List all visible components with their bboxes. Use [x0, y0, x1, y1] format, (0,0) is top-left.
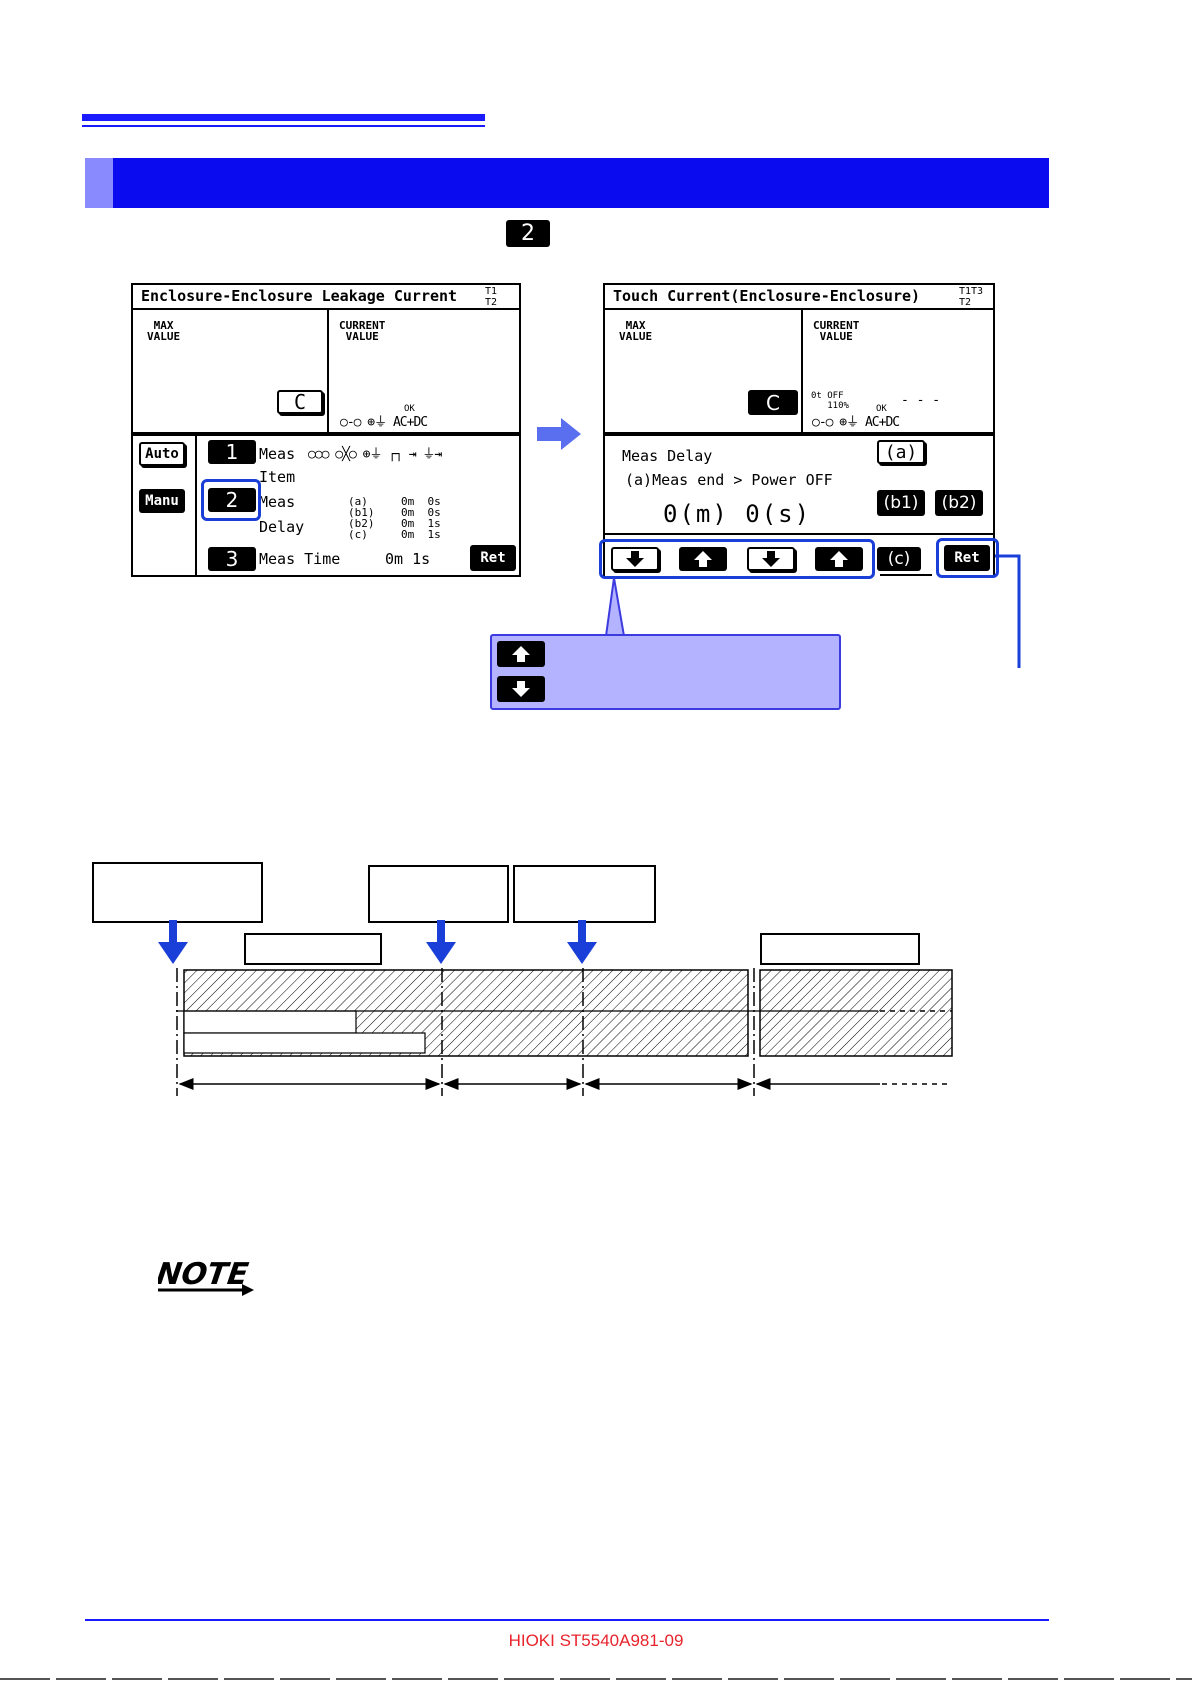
timing-label-box-3: [513, 865, 656, 923]
b1-button[interactable]: (b1): [877, 490, 925, 516]
down-arrow-icon: [512, 681, 530, 697]
ret-highlight: [936, 538, 999, 578]
b2-button[interactable]: (b2): [935, 490, 983, 516]
left-screen: Enclosure-Enclosure Leakage Current T1 T…: [131, 283, 521, 577]
page-bottom-dashes: [0, 1678, 1192, 1680]
down-arrow-button-1[interactable]: [611, 547, 659, 571]
left-ret-button[interactable]: Ret: [470, 545, 516, 571]
header-rule-thin: [82, 125, 485, 127]
up-arrow-icon: [694, 551, 712, 567]
meas-key-3[interactable]: 3: [208, 547, 256, 571]
a-button[interactable]: (a): [877, 440, 925, 464]
right-arrow-icon: [537, 418, 581, 450]
left-max-value-label: MAX VALUE: [147, 319, 181, 343]
left-title-divider: [133, 308, 519, 310]
left-title-sub: T2: [485, 297, 498, 308]
left-ok-mark: OK: [404, 404, 415, 414]
meas-key-1[interactable]: 1: [208, 440, 256, 464]
down-arrow-icon: [626, 551, 644, 567]
header-rule-thick: [82, 114, 485, 121]
right-upper-divider: [801, 310, 803, 432]
c-button[interactable]: (c): [877, 547, 921, 571]
callout-down-key: [497, 676, 545, 702]
right-screen-title: Touch Current(Enclosure-Enclosure): [613, 287, 921, 305]
callout-up-key: [497, 641, 545, 667]
delay-values: (a) 0m 0s (b1) 0m 0s (b2) 0m 1s (c) 0m 1…: [348, 495, 441, 541]
note-icon: NOTE: [158, 1257, 254, 1296]
left-title-sup: T1: [485, 286, 498, 297]
white-bar-2: [183, 1032, 426, 1054]
callout-pointer: [604, 578, 626, 637]
left-current-value-label: CURRENT VALUE: [339, 319, 386, 343]
up-arrow-button-1[interactable]: [679, 547, 727, 571]
timing-label-box-2: [368, 865, 509, 923]
left-c-key[interactable]: C: [277, 390, 323, 414]
right-max-value-label: MAX VALUE: [619, 319, 653, 343]
blue-down-arrow-2: [426, 920, 456, 964]
delay-value: 0(m) 0(s): [663, 500, 812, 528]
timing-label-box-4: [244, 933, 382, 965]
meas-delay-label-1: Meas: [259, 493, 296, 511]
meas-time-label: Meas Time: [259, 550, 341, 568]
meas-delay-title: Meas Delay: [622, 447, 713, 465]
ret-leader-line: [995, 554, 1021, 668]
meas-item-symbols: ○○○ ○╳○ ⊕⏚ ┌┐ ⇥ ⏚⇥: [308, 447, 442, 462]
meas-item-label-1: Meas: [259, 445, 296, 463]
up-arrow-icon: [830, 551, 848, 567]
hatched-band-2: [759, 969, 953, 1057]
meas-item-label-2: Item: [259, 468, 296, 486]
svg-text:NOTE: NOTE: [158, 1257, 251, 1292]
timing-label-box-1: [92, 862, 263, 923]
right-status-symbols: ○-○ ⊕⏚ AC+DC: [812, 415, 900, 430]
power-off-indicator: 0t OFF 110%: [811, 391, 849, 411]
right-c-key[interactable]: C: [748, 390, 798, 415]
section-heading-bar: [85, 158, 1049, 208]
right-ret-button[interactable]: Ret: [944, 545, 990, 571]
manu-button[interactable]: Manu: [139, 489, 185, 513]
right-screen-base-line: [880, 574, 932, 576]
delay-description: (a)Meas end > Power OFF: [625, 471, 833, 489]
white-bar-1: [183, 1010, 357, 1034]
meas-time-value: 0m 1s: [385, 550, 431, 568]
timing-label-box-5: [760, 933, 920, 965]
footer-doc-id: HIOKI ST5540A981-09: [508, 1631, 684, 1650]
down-arrow-button-2[interactable]: [747, 547, 795, 571]
footer-rule: [85, 1619, 1049, 1621]
right-ok-mark: OK: [876, 404, 887, 414]
section-heading-accent: [85, 158, 113, 208]
right-mid-divider: [605, 432, 995, 436]
left-upper-divider: [327, 310, 329, 432]
up-arrow-icon: [512, 646, 530, 662]
inline-key-2: 2: [506, 220, 550, 247]
timing-diagram: [158, 920, 953, 1096]
left-lower-divider: [195, 436, 197, 575]
left-mid-divider: [133, 432, 519, 436]
right-screen: Touch Current(Enclosure-Enclosure) T1T3 …: [603, 283, 995, 577]
down-arrow-icon: [762, 551, 780, 567]
arrow-keys-highlight: [599, 539, 875, 579]
meas-delay-label-2: Delay: [259, 518, 305, 536]
left-status-symbols: ○-○ ⊕⏚ AC+DC: [340, 415, 428, 430]
blue-down-arrow-1: [158, 920, 188, 964]
left-screen-title: Enclosure-Enclosure Leakage Current: [141, 287, 458, 305]
arrow-keys-callout: [490, 634, 841, 710]
key-2-highlight: [201, 479, 261, 521]
right-title-sub: T2: [959, 297, 972, 308]
auto-button[interactable]: Auto: [139, 442, 185, 466]
right-title-divider: [605, 308, 995, 310]
blue-down-arrow-3: [567, 920, 597, 964]
current-value-dashes: - - -: [901, 393, 941, 408]
right-lower-divider: [605, 533, 995, 535]
right-current-value-label: CURRENT VALUE: [813, 319, 860, 343]
meas-key-2[interactable]: 2: [208, 488, 256, 512]
right-title-sup: T1T3: [959, 286, 984, 297]
up-arrow-button-2[interactable]: [815, 547, 863, 571]
